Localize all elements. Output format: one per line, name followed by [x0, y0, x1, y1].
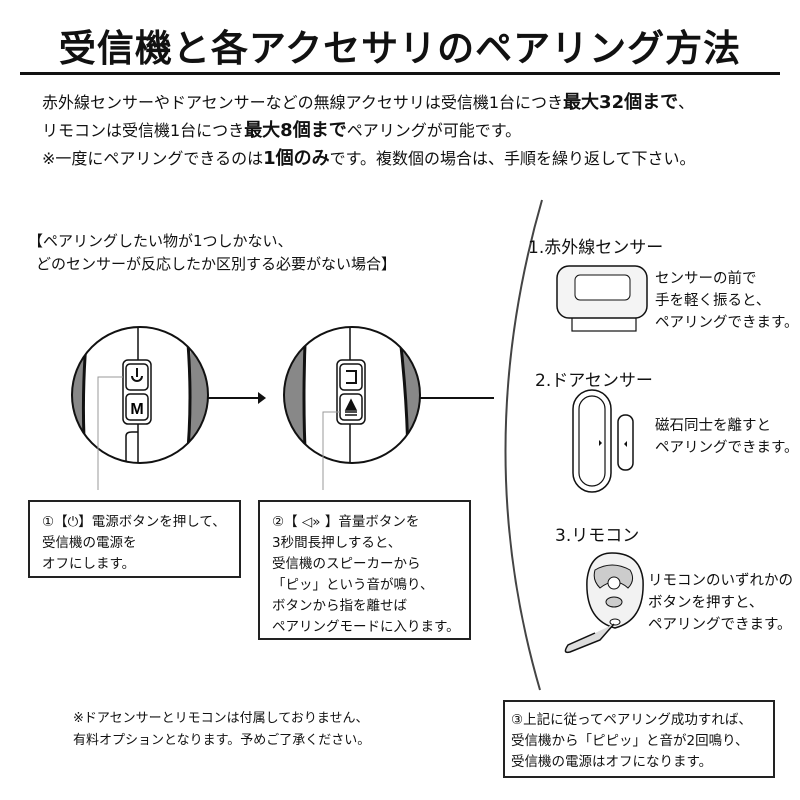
- step-2-line: ペアリングモードに入ります。: [272, 619, 460, 635]
- remote-image: [564, 552, 644, 654]
- step-2-line: ボタンから指を離せば: [272, 598, 407, 614]
- accessory-desc-remote: リモコンのいずれかの ボタンを押すと、 ペアリングできます。: [648, 570, 793, 636]
- page-title: 受信機と各アクセサリのペアリング方法: [58, 27, 742, 70]
- accessory-heading-pir: 1.赤外線センサー: [528, 238, 664, 258]
- accessory-desc-door: 磁石同士を離すと ペアリングできます。: [655, 415, 799, 459]
- receiver-volume-button-closeup: [283, 326, 421, 490]
- volume-icon: [344, 398, 358, 416]
- step-2-line: 「ピッ」という音が鳴り、: [272, 577, 434, 593]
- desc-line: ボタンを押すと、: [648, 595, 764, 611]
- footnote-line: ※ドアセンサーとリモコンは付属しておりません、: [73, 711, 369, 726]
- accessory-heading-remote: 3.リモコン: [555, 526, 640, 546]
- intro-line-1: 赤外線センサーやドアセンサーなどの無線アクセサリは受信機1台につき最大32個まで…: [42, 88, 694, 114]
- title-underline: [20, 72, 780, 75]
- case-header-line-2: どのセンサーが反応したか区別する必要がない場合】: [36, 255, 397, 273]
- step-1-line: ①【⏻】電源ボタンを押して、: [42, 514, 226, 530]
- desc-line: 手を軽く振ると、: [655, 293, 771, 309]
- receiver-power-button-closeup: M: [71, 326, 209, 490]
- intro-text: 、: [678, 93, 695, 112]
- back-button: [339, 363, 363, 391]
- accessory-heading-door: 2.ドアセンサー: [535, 371, 653, 391]
- step-3-box: ③上記に従ってペアリング成功すれば、 受信機から「ピピッ」と音が2回鳴り、 受信…: [503, 700, 775, 778]
- intro-line-3: ※一度にペアリングできるのは1個のみです。複数個の場合は、手順を繰り返して下さい…: [42, 144, 696, 170]
- intro-emphasis: 1個のみ: [263, 148, 330, 169]
- desc-line: ペアリングできます。: [655, 315, 799, 331]
- mode-button-label: M: [130, 401, 143, 418]
- step-1-line: オフにします。: [42, 556, 136, 572]
- accessory-desc-pir: センサーの前で 手を軽く振ると、 ペアリングできます。: [655, 268, 799, 334]
- intro-text: ※一度にペアリングできるのは: [42, 149, 264, 168]
- door-sensor-image: [572, 389, 634, 493]
- back-icon: [346, 370, 357, 384]
- desc-line: リモコンのいずれかの: [648, 573, 793, 589]
- pir-sensor-image: [556, 265, 648, 332]
- step-1-line: 受信機の電源を: [42, 535, 137, 551]
- intro-text: ペアリングが可能です。: [346, 121, 522, 140]
- step-2-line: ②【 ◁» 】音量ボタンを: [272, 514, 420, 530]
- intro-text: リモコンは受信機1台につき: [42, 121, 245, 140]
- curved-divider: [504, 199, 543, 691]
- step-3-line: ③上記に従ってペアリング成功すれば、: [511, 712, 752, 728]
- step-1-box: ①【⏻】電源ボタンを押して、 受信機の電源を オフにします。: [28, 500, 241, 578]
- mode-button: [125, 393, 149, 421]
- footnote: ※ドアセンサーとリモコンは付属しておりません、 有料オプションとなります。予めご…: [73, 708, 370, 752]
- footnote-line: 有料オプションとなります。予めご了承ください。: [73, 733, 371, 748]
- step-2-line: 受信機のスピーカーから: [272, 556, 421, 572]
- intro-line-2: リモコンは受信機1台につき最大8個までペアリングが可能です。: [42, 116, 521, 142]
- step-3-line: 受信機の電源はオフになります。: [511, 754, 713, 770]
- intro-text: 赤外線センサーやドアセンサーなどの無線アクセサリは受信機1台につき: [42, 93, 564, 112]
- desc-line: ペアリングできます。: [648, 617, 792, 633]
- step-2-box: ②【 ◁» 】音量ボタンを 3秒間長押しすると、 受信機のスピーカーから 「ピッ…: [258, 500, 471, 640]
- case-header-line-1: 【ペアリングしたい物が1つしかない、: [28, 232, 293, 250]
- step-2-line: 3秒間長押しすると、: [272, 535, 402, 551]
- intro-emphasis: 最大32個まで: [563, 92, 679, 113]
- intro-emphasis: 最大8個まで: [244, 120, 347, 141]
- intro-text: です。複数個の場合は、手順を繰り返して下さい。: [329, 149, 696, 168]
- desc-line: ペアリングできます。: [655, 440, 799, 456]
- desc-line: センサーの前で: [655, 271, 757, 287]
- power-icon: [131, 375, 143, 382]
- step-3-line: 受信機から「ピピッ」と音が2回鳴り、: [511, 733, 749, 749]
- desc-line: 磁石同士を離すと: [655, 418, 771, 434]
